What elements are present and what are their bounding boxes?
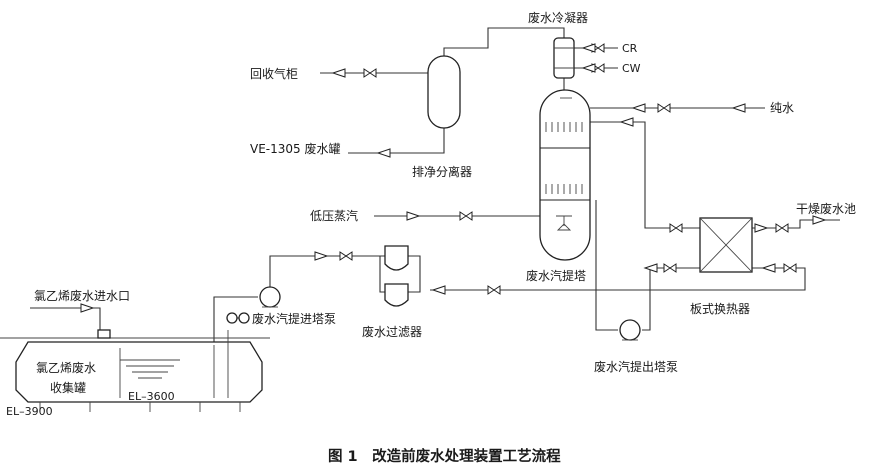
plate-heat-exchanger	[699, 217, 753, 273]
condenser	[553, 37, 575, 79]
collection-tank	[0, 329, 270, 412]
label-separator: 排净分离器	[412, 164, 472, 179]
label-cw: CW	[622, 62, 641, 75]
figure-caption: 图 1 改造前废水处理装置工艺流程	[328, 447, 561, 465]
label-tank-line1: 氯乙烯废水	[36, 360, 96, 375]
label-el-3600: EL–3600	[128, 390, 175, 403]
label-ve-tank: VE-1305 废水罐	[250, 141, 340, 156]
filter-units	[384, 245, 409, 307]
label-tank-line2: 收集罐	[50, 380, 86, 395]
label-gas-holder: 回收气柜	[250, 66, 298, 81]
label-dry-pool: 干燥废水池	[796, 201, 856, 216]
separator-vessel	[427, 55, 461, 129]
label-low-steam: 低压蒸汽	[310, 208, 358, 223]
label-plate-hx: 板式换热器	[690, 302, 750, 316]
label-pure-water: 纯水	[770, 101, 794, 115]
label-out-pump: 废水汽提出塔泵	[594, 359, 678, 374]
label-inlet: 氯乙烯废水进水口	[34, 288, 130, 303]
feed-pump	[259, 286, 281, 308]
label-condenser: 废水冷凝器	[528, 10, 588, 25]
label-el-3900: EL–3900	[6, 405, 53, 418]
label-feed-pump: 废水汽提进塔泵	[252, 311, 336, 326]
label-filter: 废水过滤器	[362, 324, 422, 339]
out-pump	[619, 319, 641, 341]
label-cr: CR	[622, 42, 638, 55]
label-stripper: 废水汽提塔	[526, 268, 586, 283]
instrument-icons	[226, 312, 250, 324]
stripper-column	[539, 89, 591, 261]
